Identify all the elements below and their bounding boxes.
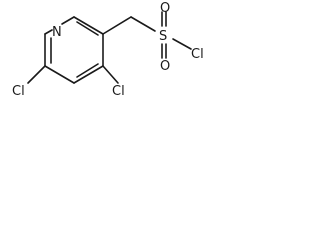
chemical-structure: N S O O Cl Cl Cl	[12, 1, 204, 99]
bond-s-cl	[172, 38, 192, 50]
atom-chlorine-ring-right: Cl	[112, 84, 125, 99]
bond-c5-c6	[44, 65, 75, 84]
bond-c2-c3	[73, 16, 104, 35]
substituent-bonds	[27, 11, 192, 84]
bond-c4-cl	[102, 65, 119, 84]
atom-nitrogen: N	[52, 25, 62, 40]
bond-c3-ch2	[102, 16, 132, 35]
bond-ch2-s	[130, 16, 156, 32]
atom-oxygen-top: O	[160, 1, 170, 16]
atom-chlorine-sulfonyl: Cl	[191, 47, 204, 62]
atom-oxygen-bottom: O	[160, 59, 170, 74]
atom-sulfur: S	[159, 29, 167, 44]
bond-c6-cl	[27, 65, 46, 84]
bond-c2-c3-double	[76, 21, 99, 36]
bond-c4-c5-double	[76, 63, 99, 78]
pyridine-ring	[44, 16, 104, 84]
bond-c4-c5	[73, 65, 104, 84]
bond-n-ring	[44, 29, 53, 35]
atom-chlorine-ring-left: Cl	[12, 84, 25, 99]
bond-n-c2	[61, 16, 75, 25]
